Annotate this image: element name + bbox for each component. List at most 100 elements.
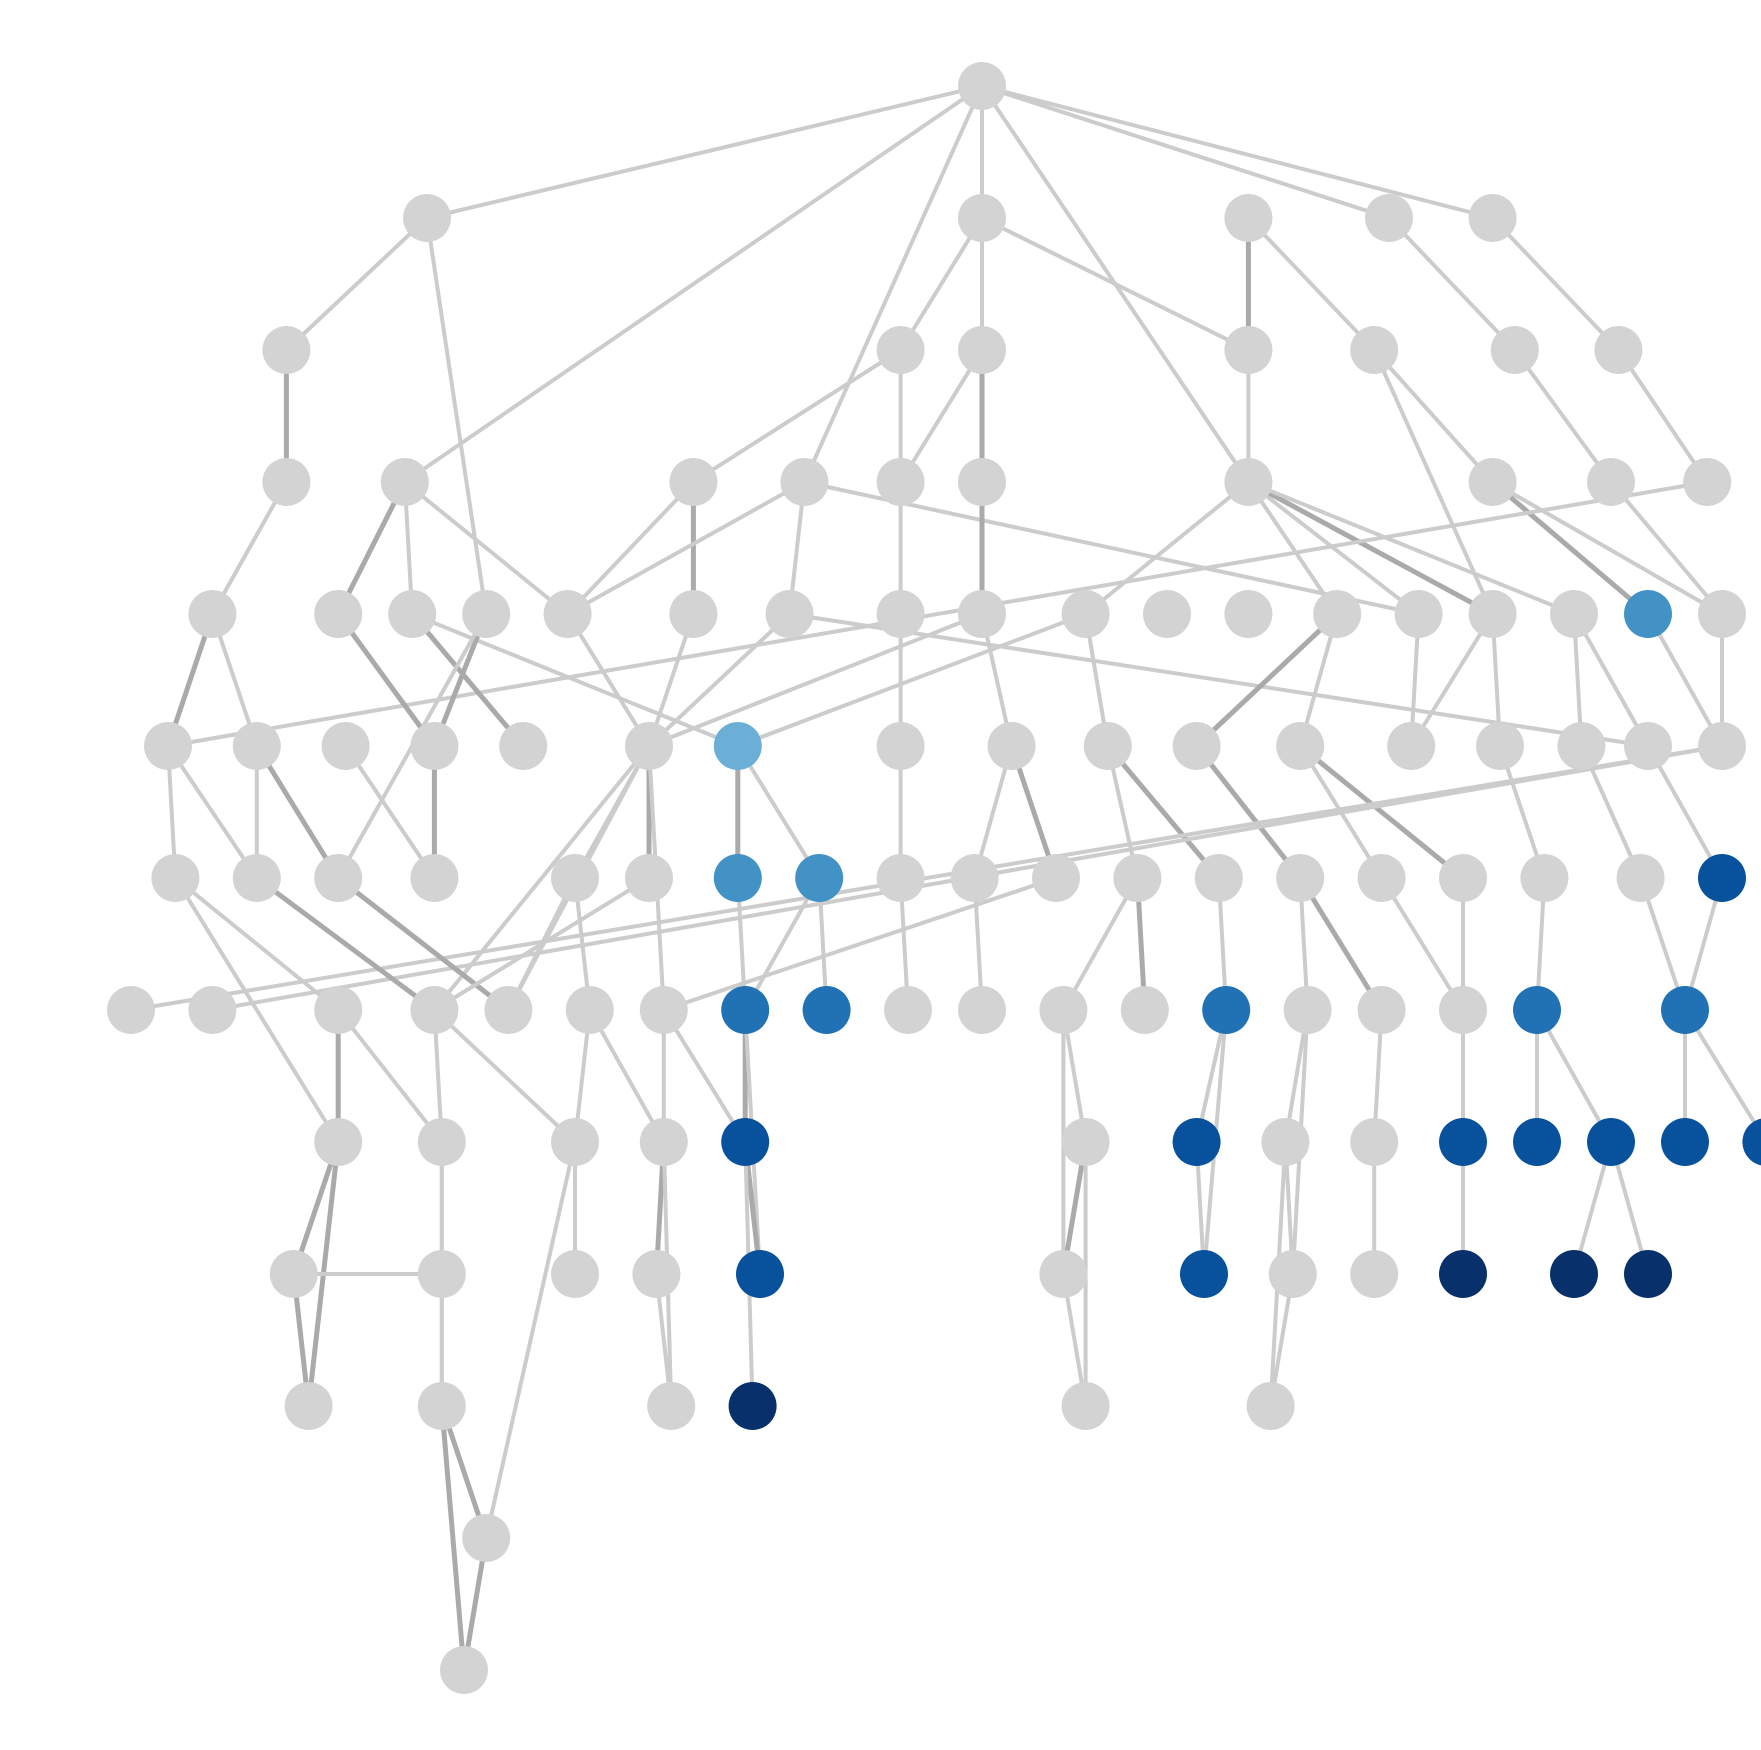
edge-n82-n99 [587,1008,666,1144]
graph-node-n97 [417,1118,466,1166]
graph-node-n98 [551,1118,599,1166]
edge-n4-n11 [1387,216,1517,352]
graph-node-n33 [1143,590,1191,638]
graph-node-n5 [1468,194,1517,242]
edge-n58-n96 [173,876,341,1144]
graph-node-n100 [721,1118,770,1166]
graph-node-n15 [669,458,718,506]
graph-node-n10 [1350,326,1399,374]
graph-node-n96 [314,1118,363,1166]
edge-n10-n37 [1372,348,1495,616]
graph-node-n11 [1490,326,1539,374]
graph-node-n89 [1120,986,1169,1034]
edge-n47-n65 [735,744,822,880]
graph-node-n16 [780,458,829,506]
graph-node-n112 [551,1250,599,1298]
graph-node-n34 [1224,590,1273,638]
edge-n0-n16 [802,84,984,484]
graph-node-n3 [1224,194,1273,242]
edge-n43-n61 [343,744,437,880]
graph-node-n19 [1224,458,1273,506]
graph-node-n125 [728,1382,777,1430]
edge-n39-n57 [1646,612,1724,748]
graph-node-n63 [625,854,673,902]
edge-n0-n1 [425,84,984,220]
edge-n3-n10 [1246,216,1377,352]
edge-n59-n80 [254,875,437,1013]
graph-node-n44 [410,722,459,770]
graph-node-n36 [1394,590,1443,638]
graph-node-n13 [262,458,311,506]
graph-node-n20 [1468,458,1517,506]
graph-node-n24 [314,590,363,638]
edge-n41-n59 [166,744,259,880]
node-layer [107,62,1761,1694]
graph-node-n25 [388,590,437,638]
edge-n19-n37 [1245,479,1496,617]
graph-node-n39 [1624,590,1672,638]
graph-node-n91 [1283,986,1332,1034]
edge-n25-n47 [410,612,740,748]
graph-node-n14 [380,458,429,506]
edge-n27-n46 [565,612,651,748]
edge-n57-n77 [129,744,1724,1012]
graph-node-n93 [1439,986,1487,1034]
edge-n25-n45 [409,611,526,749]
graph-node-n106 [1513,1118,1561,1166]
graph-node-n64 [713,854,762,902]
graph-node-n8 [958,326,1006,374]
graph-node-n31 [958,590,1006,638]
edge-n69-n88 [1061,876,1140,1012]
graph-node-n49 [987,722,1036,770]
edge-n1-n6 [284,216,429,352]
graph-node-n104 [1350,1118,1399,1166]
graph-node-n28 [669,590,718,638]
graph-node-n84 [721,986,770,1034]
edge-n14-n27 [402,480,570,616]
edge-n83-n100 [661,1008,748,1144]
graph-node-n50 [1083,722,1132,770]
graph-node-n47 [713,722,762,770]
graph-node-n109 [1742,1118,1761,1166]
edge-n2-n7 [898,216,984,352]
graph-node-n68 [1032,854,1080,902]
graph-node-n75 [1616,854,1665,902]
graph-node-n59 [232,854,281,902]
graph-node-n62 [551,854,599,902]
graph-node-n38 [1550,590,1598,638]
graph-node-n108 [1661,1118,1709,1166]
graph-node-n67 [950,854,999,902]
edge-n68-n83 [661,876,1058,1012]
graph-node-n110 [269,1250,318,1298]
graph-node-n69 [1113,854,1162,902]
graph-node-n0 [958,62,1006,110]
graph-node-n87 [958,986,1006,1034]
edge-n42-n60 [254,743,341,881]
graph-node-n78 [188,986,237,1034]
graph-node-n27 [543,590,592,638]
edge-n2-n9 [980,216,1251,352]
graph-node-n117 [1268,1250,1317,1298]
edge-n60-n81 [335,875,511,1013]
graph-node-n73 [1439,854,1487,902]
edge-n5-n12 [1490,216,1621,352]
edge-n11-n21 [1512,348,1613,484]
graph-node-n121 [1624,1250,1672,1298]
graph-node-n4 [1365,194,1413,242]
graph-node-n56 [1624,722,1672,770]
edge-n21-n40 [1609,480,1724,616]
edge-n14-n24 [335,479,408,617]
graph-node-n81 [484,986,533,1034]
graph-node-n88 [1039,986,1088,1034]
graph-node-n23 [188,590,237,638]
graph-node-n21 [1587,458,1635,506]
edge-n20-n40 [1490,480,1724,616]
graph-node-n113 [632,1250,681,1298]
graph-node-n128 [462,1514,511,1562]
graph-node-n115 [1039,1250,1088,1298]
edge-n32-n47 [735,612,1088,748]
graph-node-n72 [1357,854,1406,902]
edge-n13-n23 [210,480,289,616]
edge-n19-n35 [1246,480,1340,616]
